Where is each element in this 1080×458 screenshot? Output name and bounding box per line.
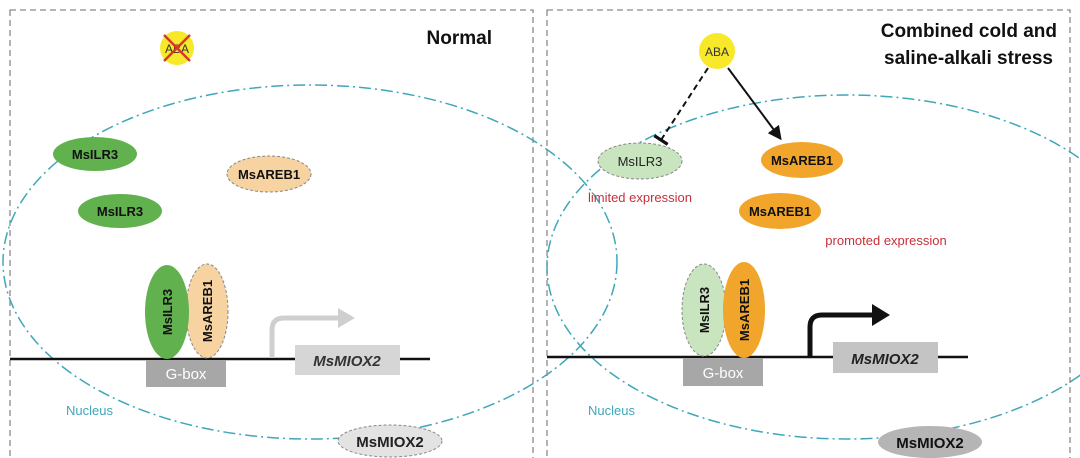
gbox-element	[146, 360, 226, 387]
msmiox2-product	[337, 424, 443, 458]
gbox-label: G-box	[703, 365, 744, 382]
transcription-arrow	[269, 315, 342, 358]
panel-title: Normal	[427, 28, 492, 49]
promoted-expression-note: promoted expression	[825, 233, 946, 248]
msareb1-protein	[739, 193, 821, 229]
activation-arrow	[727, 67, 782, 141]
transcription-arrow	[807, 312, 875, 356]
msilr3-protein	[78, 194, 162, 228]
panel-stress: Combined cold and saline-alkali stress A…	[546, 9, 1080, 458]
panel-title: Combined cold and	[881, 21, 1057, 42]
inhibition-arrow	[653, 67, 709, 146]
msilr3-label: MsILR3	[72, 147, 118, 162]
gene-label: MsMIOX2	[851, 351, 919, 368]
panel-title: saline-alkali stress	[884, 48, 1053, 69]
msilr3-label: MsILR3	[97, 204, 143, 219]
aba-label: ABA	[705, 45, 729, 59]
msareb1-label: MsAREB1	[238, 167, 300, 182]
panel-border	[546, 9, 1071, 458]
transcription-arrowhead	[872, 304, 890, 326]
msareb1-label: MsAREB1	[771, 153, 833, 168]
bound-msareb1-protein	[723, 262, 765, 358]
aba-circle	[699, 33, 735, 69]
gbox-label: G-box	[166, 366, 207, 383]
transcription-arrowhead	[338, 308, 355, 328]
msareb1-label: MsAREB1	[749, 204, 811, 219]
nucleus-boundary	[546, 94, 1080, 440]
msareb1-protein	[761, 142, 843, 178]
panel-normal: Normal ABA Nucleus MsILR3 MsILR3 MsAREB1…	[2, 9, 618, 458]
bound-msilr3-protein	[145, 265, 189, 359]
msmiox2-product-label: MsMIOX2	[356, 434, 424, 451]
gene-label: MsMIOX2	[313, 353, 381, 370]
aba-signal-blocked: ABA	[160, 31, 194, 65]
bound-msareb1-label: MsAREB1	[200, 280, 215, 342]
gbox-element	[683, 358, 763, 386]
limited-expression-note: limited expression	[588, 190, 692, 205]
panel-border	[9, 9, 534, 458]
bound-msilr3-label: MsILR3	[160, 289, 175, 335]
msareb1-protein	[226, 155, 312, 193]
msmiox2-product-label: MsMIOX2	[896, 435, 964, 452]
bound-msilr3-label: MsILR3	[697, 287, 712, 333]
msmiox2-product	[878, 426, 982, 458]
nucleus-boundary	[2, 84, 618, 440]
msilr3-protein	[597, 142, 683, 180]
nucleus-label: Nucleus	[66, 403, 113, 418]
msilr3-protein	[53, 137, 137, 171]
aba-cross-mark	[163, 34, 191, 62]
nucleus-label: Nucleus	[588, 403, 635, 418]
gene-box	[295, 345, 400, 375]
bound-msareb1-label: MsAREB1	[737, 279, 752, 341]
gene-box	[833, 342, 938, 373]
msilr3-label: MsILR3	[618, 154, 663, 169]
